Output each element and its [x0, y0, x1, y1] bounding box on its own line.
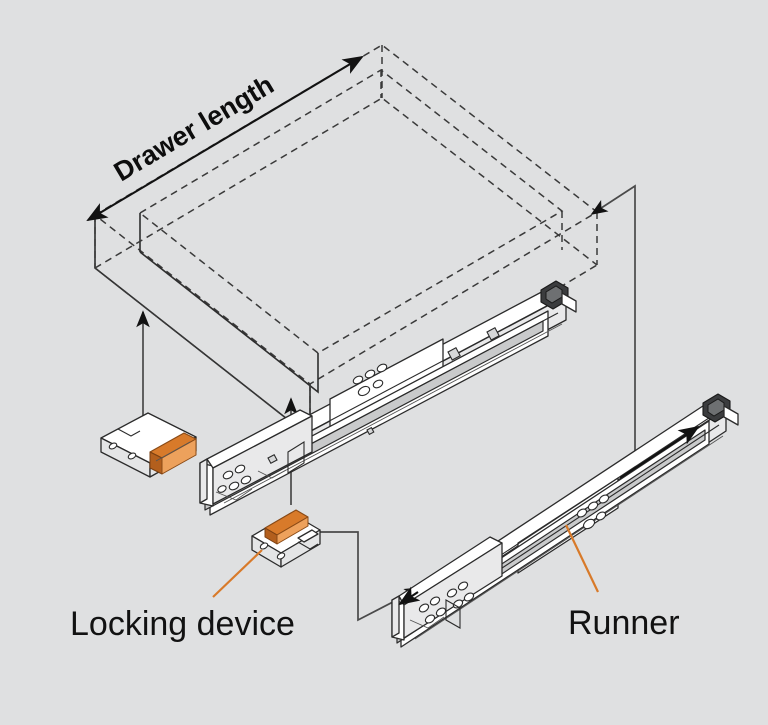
runner-upper-left-bracket [199, 409, 313, 507]
runner-upper-slot-2 [486, 327, 500, 341]
assembly-arrow-right [590, 184, 636, 455]
runner-lower-clip-tail [723, 405, 739, 426]
runner-lower [391, 393, 739, 648]
runner-label: Runner [568, 604, 680, 642]
locking-device-left-notch [117, 428, 141, 437]
runner-lower-end-arrow [398, 586, 421, 606]
locking-device-left [100, 412, 197, 478]
runner-lower-right-clip [702, 393, 739, 426]
runner-lower-groove-3 [414, 435, 724, 640]
locking-device-left-clip-line [155, 441, 191, 462]
runner-upper-clip-tail [561, 292, 577, 313]
runner-upper-slot-1 [447, 347, 461, 361]
locking-device-leader-line [212, 549, 263, 598]
runner-upper-bracket-face [212, 415, 313, 505]
runner-upper [199, 280, 577, 516]
runner-lower-mech-1 [409, 616, 445, 629]
drawer-length-arrow [86, 55, 364, 222]
runner-leader-line [565, 524, 599, 593]
runner-lower-direction-arrow [619, 425, 700, 479]
locking-device-right-tab [297, 529, 319, 543]
runner-lower-mech-tab [445, 599, 461, 629]
callout-locking-device: Locking device [70, 549, 295, 643]
callout-runner: Runner [565, 524, 680, 642]
locking-device-right [251, 509, 321, 568]
locking-device-right-clip-side [276, 516, 309, 545]
runner-upper-mech-slot [267, 453, 278, 465]
runner-upper-mech-2 [257, 469, 287, 479]
runner-upper-hole-cluster [352, 363, 388, 397]
runner-upper-mech-1 [215, 488, 253, 501]
drawer-inner-front-edge [139, 251, 319, 394]
runner-lower-end-cap-side [391, 595, 400, 638]
runner-upper-mech-tab [287, 441, 305, 474]
assembly-arrow-lock [317, 531, 422, 622]
runner-upper-slot-3 [366, 426, 375, 436]
runner-upper-right-clip [540, 280, 577, 313]
runner-lower-left-bracket [391, 536, 503, 641]
locking-device-label: Locking device [70, 605, 295, 643]
runner-upper-end-cap-side [199, 458, 208, 504]
locking-device-right-tab-edge [297, 541, 319, 550]
runner-lower-hole-cluster [576, 494, 610, 530]
